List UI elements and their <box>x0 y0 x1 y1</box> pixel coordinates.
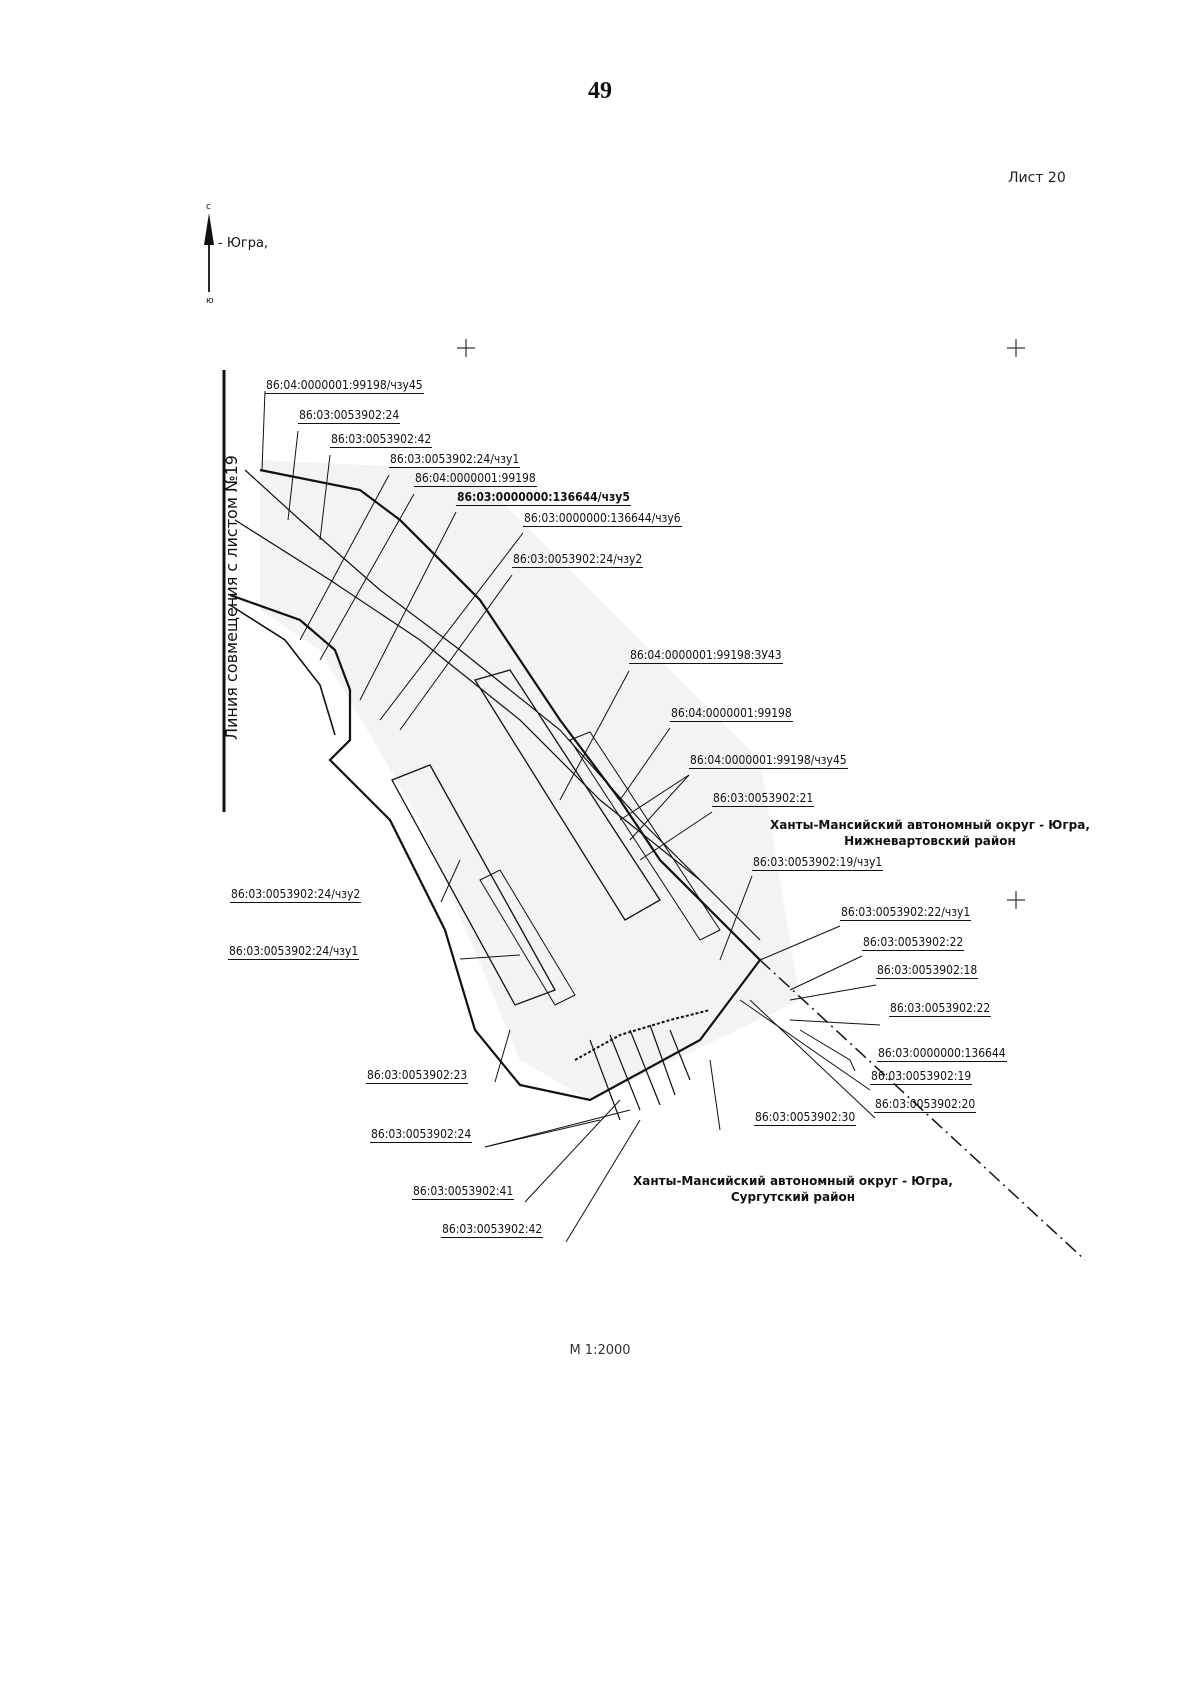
svg-text:с: с <box>206 202 211 212</box>
parcel-boundary-main <box>229 468 762 1102</box>
parcel-label: 86:03:0053902:24/чзу1 <box>389 452 521 468</box>
parcel-label: 86:03:0053902:22 <box>862 935 965 951</box>
parcel-label: 86:03:0053902:20 <box>874 1097 977 1113</box>
parcel-label: 86:03:0053902:19 <box>870 1069 973 1085</box>
north-arrow-icon: с ю <box>204 202 214 306</box>
svg-text:ю: ю <box>206 296 214 306</box>
parcel-label: 86:03:0053902:21 <box>712 791 815 807</box>
map-scale: М 1:2000 <box>569 1343 631 1358</box>
parcel-label: 86:03:0053902:30 <box>754 1110 857 1126</box>
parcel-label: 86:03:0053902:24/чзу2 <box>230 887 362 903</box>
parcel-label: 86:03:0053902:24 <box>370 1127 473 1143</box>
parcel-label: 86:03:0053902:42 <box>441 1222 544 1238</box>
parcel-label: 86:03:0000000:136644/чзу6 <box>523 511 682 527</box>
parcel-label: 86:03:0053902:42 <box>330 432 433 448</box>
parcel-label: 86:03:0053902:22 <box>889 1001 992 1017</box>
parcel-label: 86:04:0000001:99198 <box>670 706 793 722</box>
parcel-label: 86:04:0000001:99198/чзу45 <box>265 378 424 394</box>
north-arrow-label: - Югра, <box>218 236 269 251</box>
parcel-label: 86:03:0053902:23 <box>366 1068 469 1084</box>
region-label-nizhnevartovsk: Ханты-Мансийский автономный округ - Югра… <box>770 818 1090 848</box>
leader-lines <box>261 390 881 1243</box>
region-label-surgut: Ханты-Мансийский автономный округ - Югра… <box>633 1174 953 1204</box>
parcel-label: 86:03:0053902:24/чзу1 <box>228 944 360 960</box>
sheet-label: Лист 20 <box>1008 170 1066 186</box>
parcel-label: 86:04:0000001:99198/чзу45 <box>689 753 848 769</box>
parcel-label: 86:03:0053902:24/чзу2 <box>512 552 644 568</box>
parcel-label: 86:04:0000001:99198 <box>414 471 537 487</box>
page-number: 49 <box>588 78 612 104</box>
parcel-label: 86:03:0053902:19/чзу1 <box>752 855 884 871</box>
parcel-label: 86:04:0000001:99198:ЗУ43 <box>629 648 783 664</box>
parcel-label: 86:03:0053902:41 <box>412 1184 515 1200</box>
parcel-label: 86:03:0053902:24 <box>298 408 401 424</box>
parcel-label: 86:03:0000000:136644/чзу5 <box>456 490 631 506</box>
parcel-label: 86:03:0000000:136644 <box>877 1046 1007 1062</box>
parcel-label: 86:03:0053902:22/чзу1 <box>840 905 972 921</box>
parcel-label: 86:03:0053902:18 <box>876 963 979 979</box>
